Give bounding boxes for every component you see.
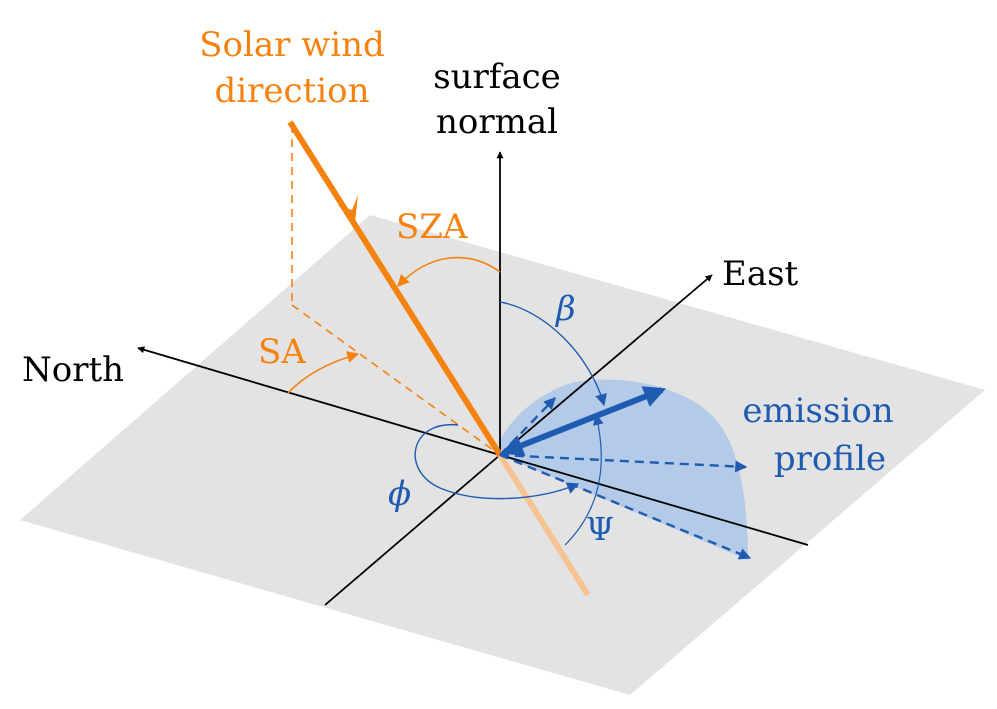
north-label: North xyxy=(22,350,124,390)
solar-wind-arrowhead xyxy=(338,195,358,222)
surface-normal-label-line1: surface xyxy=(433,57,561,97)
emission-ray-right xyxy=(499,453,748,473)
emission-label-line2: profile xyxy=(774,439,886,479)
west-axis xyxy=(324,454,501,606)
emission-main-arrow xyxy=(500,386,667,456)
solar-wind-label-line2: direction xyxy=(215,71,370,111)
surface-normal-label-line2: normal xyxy=(436,102,558,142)
sza-arc xyxy=(397,256,501,287)
solar-wind-extension xyxy=(497,453,591,597)
phi-arc xyxy=(414,424,580,500)
south-axis xyxy=(499,454,809,546)
solar-wind-label-line1: Solar wind xyxy=(199,25,385,65)
beta-label: β xyxy=(554,289,576,329)
emission-ray-down xyxy=(499,453,752,560)
east-label: East xyxy=(722,254,799,294)
north-axis xyxy=(137,346,501,456)
emission-label-line1: emission xyxy=(742,391,893,431)
sa-label: SA xyxy=(258,332,306,372)
psi-label: Ψ xyxy=(586,510,614,548)
solar-wind-arrow xyxy=(287,120,503,457)
phi-label: ϕ xyxy=(388,474,411,514)
solar-wind-ground-projection xyxy=(291,304,501,456)
sa-arc xyxy=(287,351,360,394)
sza-label: SZA xyxy=(396,207,468,247)
